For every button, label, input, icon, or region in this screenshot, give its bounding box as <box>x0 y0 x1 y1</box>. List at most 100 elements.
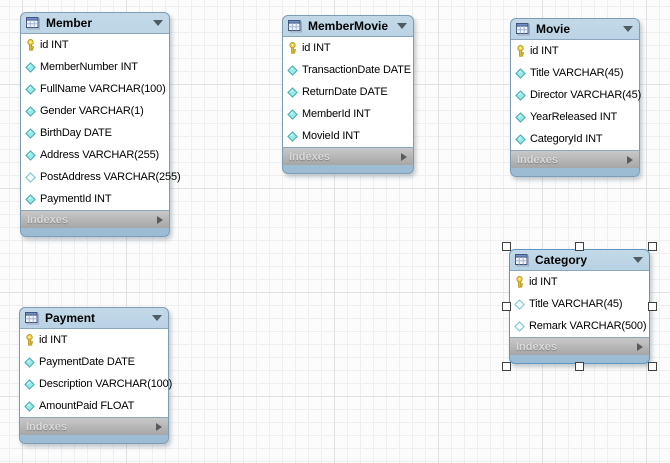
table-header[interactable]: MemberMovie <box>283 16 413 36</box>
column-label: CategoryId INT <box>530 133 603 145</box>
column-icon <box>25 105 36 117</box>
column-label: BirthDay DATE <box>40 127 112 139</box>
column-row[interactable]: AmountPaid FLOAT <box>20 395 168 417</box>
chevron-down-icon[interactable] <box>153 20 163 26</box>
column-label: Director VARCHAR(45) <box>530 89 642 101</box>
chevron-down-icon[interactable] <box>633 257 643 263</box>
indexes-bar[interactable]: Indexes <box>283 148 413 165</box>
selection-handle-n[interactable] <box>575 242 584 251</box>
column-row[interactable]: id INT <box>511 40 639 62</box>
column-row[interactable]: MovieId INT <box>283 125 413 147</box>
table-title: Category <box>535 253 588 267</box>
column-label: PostAddress VARCHAR(255) <box>40 171 181 183</box>
key-icon <box>514 276 525 288</box>
column-row[interactable]: id INT <box>510 271 649 293</box>
indexes-bar[interactable]: Indexes <box>511 151 639 168</box>
column-label: id INT <box>39 334 68 346</box>
column-label: MemberId INT <box>302 108 371 120</box>
table-title: Payment <box>45 311 96 325</box>
column-icon <box>25 83 36 95</box>
chevron-down-icon[interactable] <box>397 23 407 29</box>
indexes-label: Indexes <box>517 153 558 166</box>
column-label: Gender VARCHAR(1) <box>40 105 144 117</box>
column-label: id INT <box>40 39 69 51</box>
column-row[interactable]: id INT <box>283 37 413 59</box>
table-movie[interactable]: Movie id INT Title VARCHAR(45) Director VAR… <box>510 18 642 177</box>
column-icon <box>287 64 298 76</box>
chevron-right-icon[interactable] <box>156 422 162 431</box>
selection-handle-se[interactable] <box>648 362 657 371</box>
column-row[interactable]: FullName VARCHAR(100) <box>21 78 169 100</box>
column-icon <box>515 67 526 79</box>
column-row[interactable]: PostAddress VARCHAR(255) <box>21 166 181 188</box>
column-label: Remark VARCHAR(500) <box>529 320 647 332</box>
column-row[interactable]: Director VARCHAR(45) <box>511 84 642 106</box>
table-membermovie[interactable]: MemberMovie id INT TransactionDate DATE Ret… <box>282 15 414 174</box>
column-row[interactable]: Gender VARCHAR(1) <box>21 100 169 122</box>
column-label: id INT <box>302 42 331 54</box>
chevron-down-icon[interactable] <box>152 315 162 321</box>
indexes-bar[interactable]: Indexes <box>21 211 169 228</box>
column-row[interactable]: MemberNumber INT <box>21 56 169 78</box>
table-category[interactable]: Category id INT Title VARCHAR(45) Remark VA… <box>502 242 657 371</box>
table-icon <box>26 16 41 30</box>
indexes-bar[interactable]: Indexes <box>510 338 649 355</box>
table-icon <box>515 253 530 267</box>
column-row[interactable]: Remark VARCHAR(500) <box>510 315 649 337</box>
column-row[interactable]: id INT <box>20 329 168 351</box>
column-label: PaymentId INT <box>40 193 112 205</box>
table-header[interactable]: Member <box>21 13 169 33</box>
chevron-right-icon[interactable] <box>627 155 633 164</box>
column-row[interactable]: CategoryId INT <box>511 128 639 150</box>
column-label: Title VARCHAR(45) <box>530 67 624 79</box>
column-row[interactable]: MemberId INT <box>283 103 413 125</box>
column-label: YearReleased INT <box>530 111 618 123</box>
selection-handle-s[interactable] <box>575 362 584 371</box>
column-row[interactable]: id INT <box>21 34 169 56</box>
column-row[interactable]: Title VARCHAR(45) <box>510 293 649 315</box>
table-header[interactable]: Movie <box>511 19 639 39</box>
chevron-right-icon[interactable] <box>157 215 163 224</box>
selection-handle-nw[interactable] <box>502 242 511 251</box>
column-row[interactable]: Title VARCHAR(45) <box>511 62 639 84</box>
table-title: Member <box>46 16 93 30</box>
column-icon <box>25 193 36 205</box>
column-label: id INT <box>529 276 558 288</box>
selection-handle-ne[interactable] <box>648 242 657 251</box>
indexes-bar[interactable]: Indexes <box>20 418 168 435</box>
selection-handle-e[interactable] <box>648 302 657 311</box>
selection-handle-w[interactable] <box>502 302 511 311</box>
key-icon <box>24 334 35 346</box>
column-label: id INT <box>530 45 559 57</box>
indexes-label: Indexes <box>289 150 330 163</box>
column-icon <box>24 400 35 412</box>
column-row[interactable]: ReturnDate DATE <box>283 81 413 103</box>
column-row[interactable]: PaymentDate DATE <box>20 351 168 373</box>
column-icon <box>287 130 298 142</box>
indexes-label: Indexes <box>26 420 67 433</box>
column-row[interactable]: YearReleased INT <box>511 106 639 128</box>
chevron-right-icon[interactable] <box>637 342 643 351</box>
column-row[interactable]: Address VARCHAR(255) <box>21 144 169 166</box>
table-title: Movie <box>536 22 571 36</box>
column-nullable-icon <box>25 171 36 183</box>
column-icon <box>515 133 526 145</box>
selection-handle-sw[interactable] <box>502 362 511 371</box>
column-row[interactable]: TransactionDate DATE <box>283 59 413 81</box>
chevron-down-icon[interactable] <box>623 26 633 32</box>
table-header[interactable]: Payment <box>20 308 168 328</box>
table-header[interactable]: Category <box>510 250 649 270</box>
chevron-right-icon[interactable] <box>401 152 407 161</box>
column-row[interactable]: Description VARCHAR(100) <box>20 373 172 395</box>
table-icon <box>516 22 531 36</box>
column-row[interactable]: PaymentId INT <box>21 188 169 210</box>
column-row[interactable]: BirthDay DATE <box>21 122 169 144</box>
column-icon <box>24 378 35 390</box>
column-list: id INT TransactionDate DATE ReturnDate DAT… <box>283 36 413 148</box>
column-label: TransactionDate DATE <box>302 64 411 76</box>
column-label: Address VARCHAR(255) <box>40 149 160 161</box>
